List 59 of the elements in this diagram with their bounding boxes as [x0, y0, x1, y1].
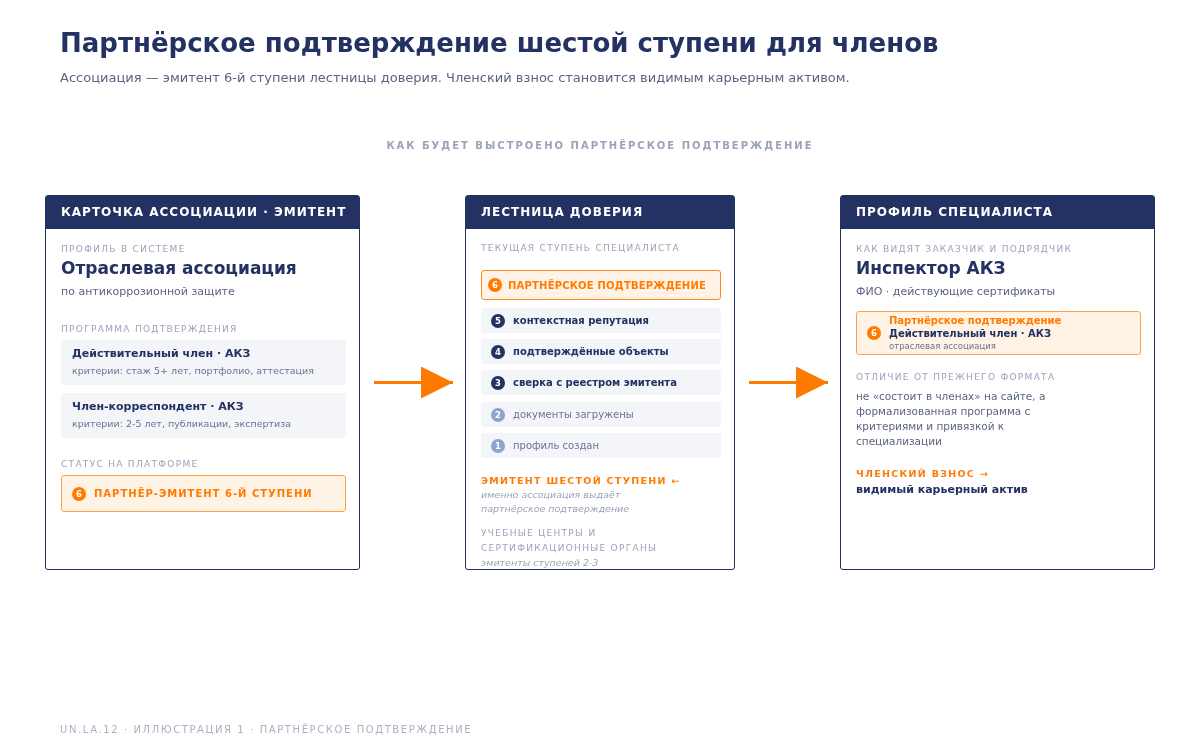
ladder-step: [481, 270, 721, 300]
profile-name: Инспектор АКЗ: [856, 257, 1007, 279]
note-text: именно ассоциация выдаёт партнёрское подтверждение: [481, 488, 631, 516]
page-subtitle: Ассоциация — эмитент 6-й ступени лестницы доверия. Членский взнос становится видимым карьерным активом.: [60, 70, 850, 85]
ladder-step: [481, 433, 721, 458]
ladder-step: [481, 308, 721, 333]
confirmation-title: Партнёрское подтверждение: [889, 314, 1062, 327]
note-text: эмитенты ступеней 2-3: [481, 556, 600, 570]
step-label: профиль создан: [513, 440, 600, 451]
page-title: Партнёрское подтверждение шестой ступени для членов: [60, 28, 939, 58]
item-title: Действительный член · АКЗ: [72, 346, 252, 362]
step-number-badge: 1: [491, 438, 505, 453]
section-label: КАК ВИДЯТ ЗАКАЗЧИК И ПОДРЯДЧИК: [856, 243, 1074, 256]
arrow: [374, 366, 453, 399]
card-header: ПРОФИЛЬ СПЕЦИАЛИСТА: [841, 196, 1154, 229]
description-text: не «состоит в членах» на сайте, а формализованная программа с критериями и привязкой к специализации: [856, 389, 1046, 449]
footer-note: UN.LA.12 · ИЛЛЮСТРАЦИЯ 1 · ПАРТНЁРСКОЕ ПОДТВЕРЖДЕНИЕ: [60, 724, 473, 735]
section-label: ТЕКУЩАЯ СТУПЕНЬ СПЕЦИАЛИСТА: [481, 242, 681, 255]
card-header: ЛЕСТНИЦА ДОВЕРИЯ: [466, 196, 734, 229]
card-header: КАРТОЧКА АССОЦИАЦИИ · ЭМИТЕНТ: [46, 196, 359, 229]
section-label: СТАТУС НА ПЛАТФОРМЕ: [61, 458, 200, 471]
step-label: сверка с реестром эмитента: [513, 377, 677, 388]
member-title: Действительный член · АКЗ: [889, 327, 1053, 340]
step-number-badge: 4: [491, 344, 505, 359]
section-label: ОТЛИЧИЕ ОТ ПРЕЖНЕГО ФОРМАТА: [856, 371, 1057, 384]
profile-name: Отраслевая ассоциация: [61, 257, 298, 279]
step-label: контекстная репутация: [513, 315, 649, 326]
step-number-badge: 5: [491, 313, 505, 328]
step-number-badge: 3: [491, 375, 505, 390]
step-number-badge: 2: [491, 407, 505, 422]
panel-card: [465, 195, 735, 570]
step-number-badge: 6: [488, 278, 502, 292]
accent-label: ЧЛЕНСКИЙ ВЗНОС →: [856, 467, 990, 481]
step-number-badge: 6: [867, 326, 881, 340]
step-number-badge: 6: [72, 486, 86, 501]
status-text: ПАРТНЁР-ЭМИТЕНТ 6-Й СТУПЕНИ: [94, 488, 313, 499]
item-title: Член-корреспондент · АКЗ: [72, 399, 245, 415]
profile-subtitle: ФИО · действующие сертификаты: [856, 284, 1057, 299]
step-label: ПАРТНЁРСКОЕ ПОДТВЕРЖДЕНИЕ: [508, 279, 707, 291]
accent-text: видимый карьерный актив: [856, 482, 1029, 497]
arrow: [749, 366, 828, 399]
item-criteria: критерии: 2-5 лет, публикации, экспертиза: [72, 417, 293, 431]
status-badge: [61, 475, 346, 512]
ladder-step: [481, 370, 721, 395]
ladder-step: [481, 339, 721, 364]
confirmation-badge: [856, 311, 1141, 355]
profile-subtitle: по антикоррозионной защите: [61, 284, 236, 299]
issuer-note: отраслевая ассоциация: [889, 340, 997, 352]
step-label: документы загружены: [513, 409, 634, 420]
panel-card: [45, 195, 360, 570]
ladder-step: [481, 402, 721, 427]
section-label: ПРОГРАММА ПОДТВЕРЖДЕНИЯ: [61, 323, 239, 336]
section-heading: КАК БУДЕТ ВЫСТРОЕНО ПАРТНЁРСКОЕ ПОДТВЕРЖДЕНИЕ: [385, 140, 815, 151]
panel-card: [840, 195, 1155, 570]
step-label: подтверждённые объекты: [513, 346, 669, 357]
item-criteria: критерии: стаж 5+ лет, портфолио, аттестация: [72, 364, 315, 378]
section-label: ПРОФИЛЬ В СИСТЕМЕ: [61, 243, 187, 256]
section-label: УЧЕБНЫЕ ЦЕНТРЫ И СЕРТИФИКАЦИОННЫЕ ОРГАНЫ: [481, 527, 659, 555]
accent-label: ЭМИТЕНТ ШЕСТОЙ СТУПЕНИ ←: [481, 474, 682, 488]
